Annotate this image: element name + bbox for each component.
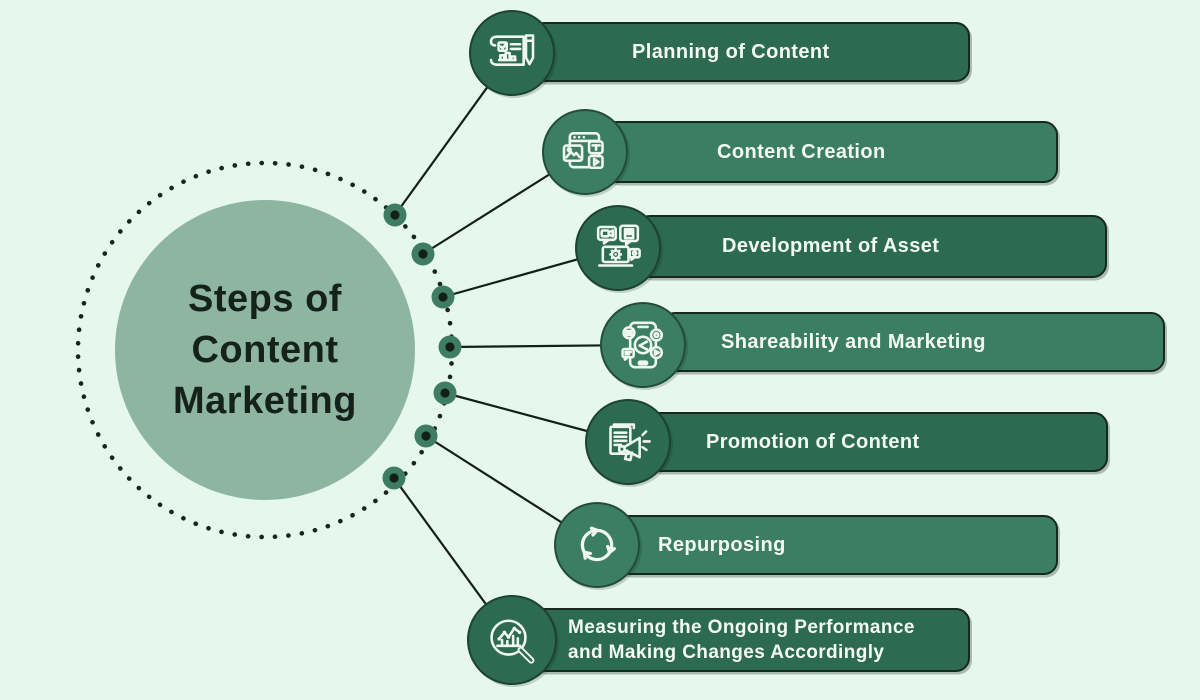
- connector-dot-6: [414, 424, 438, 448]
- step-4-bar: Shareability and Marketing: [661, 312, 1165, 372]
- connector-dot-2: [411, 242, 435, 266]
- step-4-label: Shareability and Marketing: [721, 330, 986, 353]
- step-7-bar: Measuring the Ongoing Performance and Ma…: [530, 608, 970, 672]
- step-2-label: Content Creation: [717, 140, 886, 163]
- step-6-badge: [554, 502, 640, 588]
- connector-dot-1: [383, 203, 407, 227]
- promotion-icon: [609, 423, 651, 462]
- step-1-badge: [469, 10, 555, 96]
- center-title: Steps of Content Marketing: [173, 277, 357, 422]
- step-5-label: Promotion of Content: [706, 430, 920, 453]
- connector-dot-3: [431, 285, 455, 309]
- connector-dot-5: [433, 381, 457, 405]
- shareability-icon: [621, 321, 664, 369]
- step-3-badge: [575, 205, 661, 291]
- step-5-badge: [585, 399, 671, 485]
- connector-dot-4: [438, 335, 462, 359]
- step-1-label: Planning of Content: [632, 40, 830, 63]
- connector-dots: [382, 203, 462, 490]
- step-6-label: Repurposing: [658, 533, 786, 556]
- step-2-bar: Content Creation: [603, 121, 1058, 183]
- step-7-badge: [467, 595, 557, 685]
- development-icon: [596, 224, 641, 267]
- center-circle: Steps of Content Marketing: [115, 200, 415, 500]
- content-creation-icon: [562, 132, 604, 170]
- step-5-bar: Promotion of Content: [646, 412, 1108, 472]
- step-1-bar: Planning of Content: [530, 22, 970, 82]
- repurposing-icon: [580, 526, 616, 562]
- step-2-badge: [542, 109, 628, 195]
- connector-dot-7: [382, 466, 406, 490]
- planning-icon: [489, 34, 535, 66]
- step-4-badge: [600, 302, 686, 388]
- step-6-bar: Repurposing: [615, 515, 1058, 575]
- measuring-icon: [490, 619, 535, 664]
- step-3-label: Development of Asset: [722, 235, 940, 257]
- step-7-label: Measuring the Ongoing Performance and Ma…: [568, 617, 915, 663]
- step-3-bar: Development of Asset: [636, 215, 1107, 278]
